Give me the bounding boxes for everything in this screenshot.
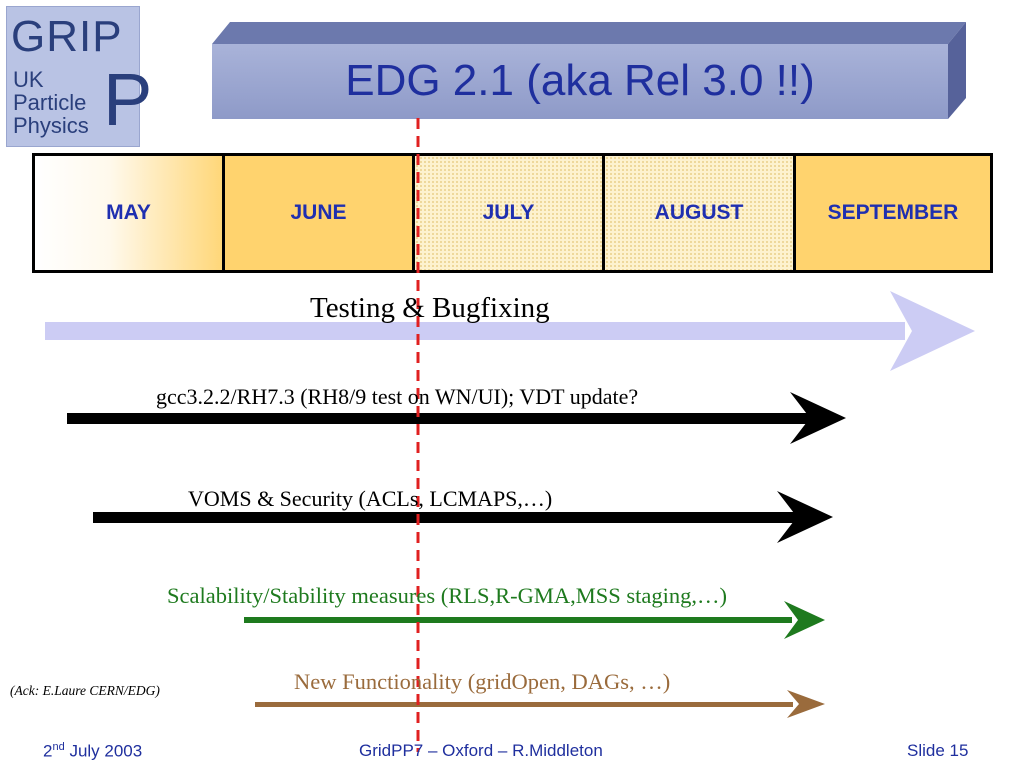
voms-label: VOMS & Security (ACLs, LCMAPS,…) xyxy=(188,486,553,511)
month-timeline: MAY JUNE JULY AUGUST SEPTEMBER xyxy=(32,153,993,273)
month-cell-may: MAY xyxy=(35,156,225,270)
footer-date-suffix: nd xyxy=(52,741,65,753)
testing-label: Testing & Bugfixing xyxy=(310,292,550,324)
month-cell-june: JUNE xyxy=(225,156,415,270)
footer-slide-number: Slide 15 xyxy=(907,741,969,760)
footer-date-rest: July 2003 xyxy=(64,741,143,761)
new-functionality-label: New Functionality (gridOpen, DAGs, …) xyxy=(294,669,671,694)
scalability-arrow xyxy=(244,601,825,639)
title-banner-shape xyxy=(212,22,966,119)
scalability-label: Scalability/Stability measures (RLS,R-GM… xyxy=(167,583,727,608)
testing-arrow xyxy=(45,291,975,371)
new-functionality-arrow xyxy=(255,690,825,718)
gcc-label: gcc3.2.2/RH7.3 (RH8/9 test on WN/UI); VD… xyxy=(156,384,639,409)
voms-arrow xyxy=(93,491,833,543)
logo-p-text: P xyxy=(103,58,153,141)
gcc-arrow xyxy=(67,392,846,444)
logo-physics-text: Physics xyxy=(13,113,89,138)
month-cell-july: JULY xyxy=(415,156,605,270)
footer-date: 2nd July 2003 xyxy=(43,741,142,762)
slide-title: EDG 2.1 (aka Rel 3.0 !!) xyxy=(345,56,815,105)
logo-grip-text: GRIP xyxy=(11,12,123,61)
month-cell-august: AUGUST xyxy=(605,156,796,270)
footer-event: GridPP7 – Oxford – R.Middleton xyxy=(359,741,603,760)
logo-particle-text: Particle xyxy=(13,90,87,115)
title-banner: EDG 2.1 (aka Rel 3.0 !!) xyxy=(212,22,966,122)
logo-uk-text: UK xyxy=(13,67,44,92)
acknowledgement-note: (Ack: E.Laure CERN/EDG) xyxy=(10,683,160,698)
footer-date-day: 2 xyxy=(43,741,53,761)
gridpp-logo: GRIP UK Particle Physics P xyxy=(6,6,152,147)
month-cell-september: SEPTEMBER xyxy=(796,156,990,270)
